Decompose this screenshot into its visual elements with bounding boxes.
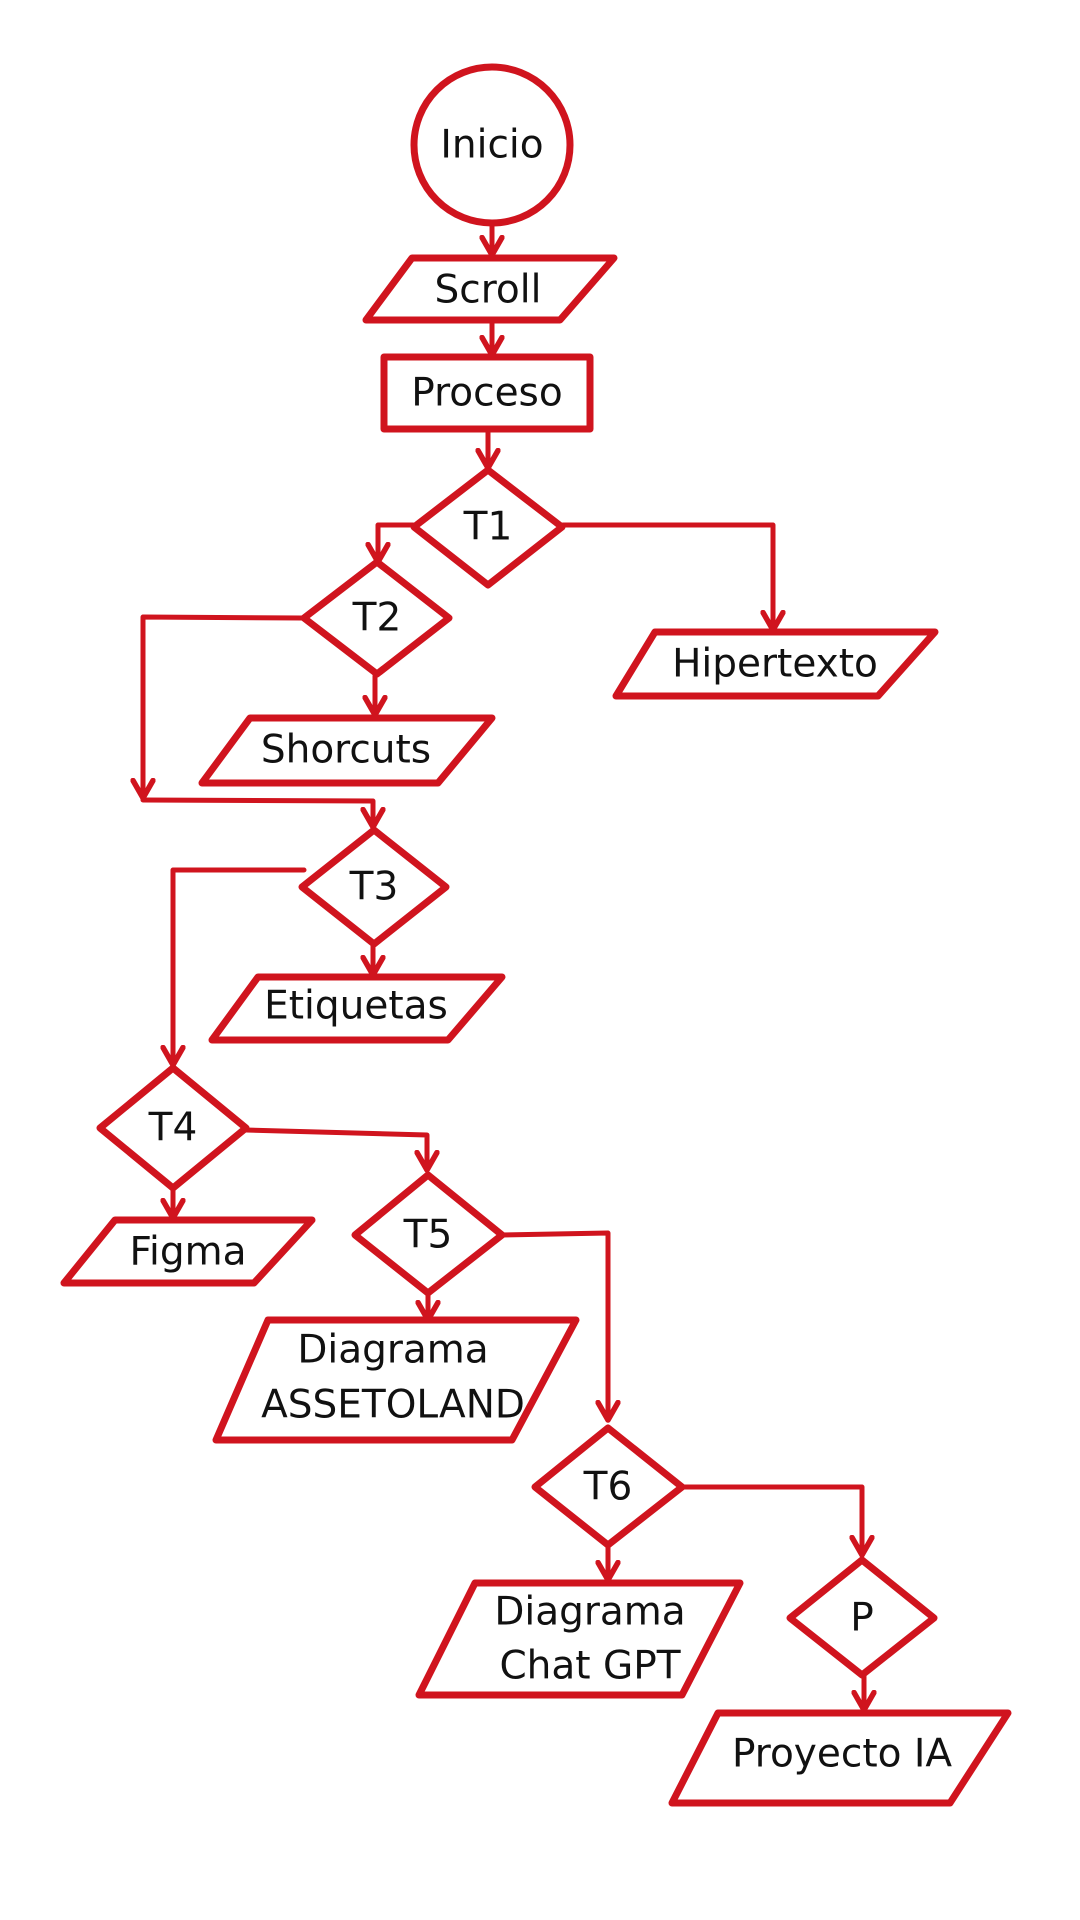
node-label: Shorcuts bbox=[261, 728, 431, 773]
input-output-shape bbox=[208, 973, 506, 1044]
node-etiquetas: Etiquetas bbox=[208, 973, 506, 1044]
node-label-line1: Diagrama bbox=[494, 1590, 685, 1635]
node-t1: T1 bbox=[410, 466, 566, 589]
node-label: Scroll bbox=[435, 268, 542, 313]
node-label: Inicio bbox=[440, 123, 543, 168]
decision-shape bbox=[531, 1424, 686, 1549]
decision-shape bbox=[351, 1171, 506, 1297]
node-label: Proyecto IA bbox=[732, 1732, 952, 1777]
input-output-shape bbox=[668, 1709, 1012, 1807]
node-p: P bbox=[786, 1556, 938, 1679]
node-figma: Figma bbox=[60, 1216, 316, 1287]
input-output-shape bbox=[415, 1579, 744, 1699]
edge-t1-t2 bbox=[378, 522, 416, 562]
node-shorcuts: Shorcuts bbox=[198, 714, 496, 787]
edge-t6-p bbox=[678, 1484, 862, 1555]
input-output-shape bbox=[198, 714, 496, 787]
node-t5: T5 bbox=[351, 1171, 506, 1297]
node-label-line2: Chat GPT bbox=[499, 1644, 680, 1689]
node-label: Hipertexto bbox=[672, 642, 878, 687]
node-assetoland: Diagrama ASSETOLAND bbox=[212, 1316, 580, 1444]
node-label: T2 bbox=[352, 596, 402, 641]
node-label: Proceso bbox=[411, 371, 563, 416]
input-output-shape bbox=[612, 628, 939, 700]
node-hipertexto: Hipertexto bbox=[612, 628, 939, 700]
edge-t1-hipertexto bbox=[560, 522, 773, 630]
node-label: Figma bbox=[129, 1230, 246, 1275]
edge-junction-t3 bbox=[140, 797, 373, 827]
edge-t3-t4 bbox=[173, 867, 307, 1065]
edge-t4-t5 bbox=[243, 1127, 427, 1170]
node-scroll: Scroll bbox=[362, 254, 618, 324]
decision-shape bbox=[786, 1556, 938, 1679]
node-label: T3 bbox=[349, 865, 399, 910]
node-label-line2: ASSETOLAND bbox=[261, 1383, 525, 1428]
node-label: T1 bbox=[463, 505, 513, 550]
decision-shape bbox=[300, 558, 453, 678]
edge-t2-t3 bbox=[143, 614, 305, 798]
node-chatgpt: Diagrama Chat GPT bbox=[415, 1579, 744, 1699]
start-terminal bbox=[410, 63, 574, 227]
node-t6: T6 bbox=[531, 1424, 686, 1549]
node-t3: T3 bbox=[298, 826, 450, 948]
input-output-shape bbox=[362, 254, 618, 324]
node-label: T4 bbox=[148, 1106, 198, 1151]
node-label: P bbox=[850, 1596, 874, 1641]
node-label: T5 bbox=[403, 1213, 453, 1258]
input-output-shape bbox=[60, 1216, 316, 1287]
node-t4: T4 bbox=[96, 1064, 250, 1192]
node-t2: T2 bbox=[300, 558, 453, 678]
decision-shape bbox=[410, 466, 566, 589]
node-label: Etiquetas bbox=[264, 984, 448, 1029]
node-label: T6 bbox=[583, 1465, 633, 1510]
connectors bbox=[140, 217, 864, 1710]
process-shape bbox=[380, 353, 594, 433]
node-proyecto: Proyecto IA bbox=[668, 1709, 1012, 1807]
decision-shape bbox=[96, 1064, 250, 1192]
input-output-shape bbox=[212, 1316, 580, 1444]
edge-t5-t6 bbox=[498, 1230, 608, 1420]
node-proceso: Proceso bbox=[380, 353, 594, 433]
decision-shape bbox=[298, 826, 450, 948]
node-label-line1: Diagrama bbox=[297, 1328, 488, 1373]
node-inicio: Inicio bbox=[410, 63, 574, 227]
